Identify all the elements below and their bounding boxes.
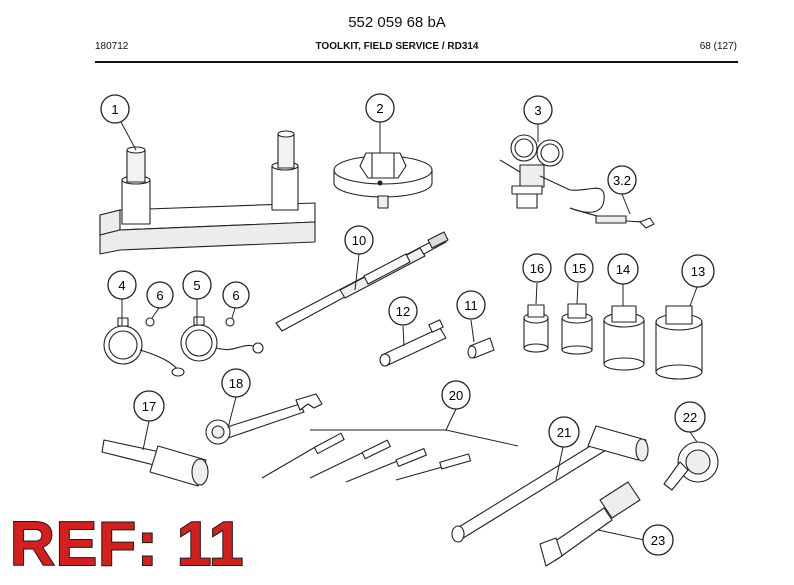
svg-text:1: 1 bbox=[111, 102, 118, 117]
svg-text:16: 16 bbox=[530, 261, 544, 276]
tool-5-dial-gauge bbox=[180, 316, 264, 362]
callout-12: 12 bbox=[388, 296, 418, 326]
svg-text:6: 6 bbox=[232, 288, 239, 303]
tool-16-socket bbox=[523, 304, 549, 353]
tool-20-pick-set bbox=[261, 429, 519, 483]
callout-14: 14 bbox=[607, 253, 639, 285]
reference-stamp: REF: 11 bbox=[9, 510, 245, 579]
callout-6b: 6 bbox=[222, 281, 250, 309]
callout-5: 5 bbox=[182, 270, 212, 300]
document-number: 552 059 68 bA bbox=[348, 14, 446, 31]
callout-13: 13 bbox=[681, 254, 715, 288]
callout-11: 11 bbox=[456, 290, 486, 320]
svg-text:5: 5 bbox=[193, 278, 200, 293]
callout-23: 23 bbox=[642, 524, 674, 556]
header-date: 180712 bbox=[95, 41, 129, 52]
svg-text:20: 20 bbox=[449, 388, 463, 403]
tool-6-o-rings bbox=[145, 317, 235, 327]
header-page-number: 68 (127) bbox=[699, 41, 737, 52]
tool-3-gauge-assembly bbox=[499, 134, 655, 229]
svg-text:15: 15 bbox=[572, 261, 586, 276]
svg-text:6: 6 bbox=[156, 288, 163, 303]
callout-leaders bbox=[120, 121, 698, 541]
callout-17: 17 bbox=[133, 390, 165, 422]
svg-text:18: 18 bbox=[229, 376, 243, 391]
svg-text:11: 11 bbox=[464, 298, 478, 313]
callout-2: 2 bbox=[365, 93, 395, 123]
svg-text:22: 22 bbox=[683, 410, 697, 425]
tool-17-extension bbox=[101, 439, 209, 487]
svg-text:13: 13 bbox=[691, 264, 705, 279]
callout-1: 1 bbox=[100, 94, 130, 124]
callout-22: 22 bbox=[674, 401, 706, 433]
svg-text:10: 10 bbox=[352, 233, 366, 248]
tool-13-socket bbox=[655, 305, 703, 380]
header-divider bbox=[95, 61, 738, 63]
tool-23-puller bbox=[539, 481, 641, 567]
tool-1-fixture bbox=[99, 130, 316, 255]
svg-text:17: 17 bbox=[142, 399, 156, 414]
svg-text:23: 23 bbox=[651, 533, 665, 548]
callout-4: 4 bbox=[107, 270, 137, 300]
tool-2-puller bbox=[333, 152, 433, 209]
tool-22-valve bbox=[663, 441, 719, 491]
header-title: TOOLKIT, FIELD SERVICE / RD314 bbox=[315, 41, 479, 52]
svg-text:3.2: 3.2 bbox=[613, 173, 631, 188]
tool-21-slide-hammer bbox=[451, 425, 649, 543]
svg-text:12: 12 bbox=[396, 304, 410, 319]
callout-18: 18 bbox=[221, 368, 251, 398]
tool-12-extension bbox=[379, 319, 447, 367]
tool-15-socket bbox=[561, 303, 593, 355]
callout-3-2: 3.2 bbox=[607, 165, 637, 195]
tool-4-dial-gauge bbox=[103, 317, 185, 377]
svg-text:21: 21 bbox=[557, 425, 571, 440]
svg-text:4: 4 bbox=[118, 278, 125, 293]
svg-text:2: 2 bbox=[376, 101, 383, 116]
callout-15: 15 bbox=[564, 253, 594, 283]
tool-18-spanner bbox=[205, 393, 323, 445]
callout-10: 10 bbox=[344, 225, 374, 255]
tool-14-socket bbox=[603, 305, 645, 371]
svg-text:14: 14 bbox=[616, 262, 630, 277]
tool-10-slide-bar bbox=[275, 231, 449, 332]
callout-16: 16 bbox=[522, 253, 552, 283]
svg-text:3: 3 bbox=[534, 103, 541, 118]
callout-3: 3 bbox=[523, 95, 553, 125]
callout-20: 20 bbox=[441, 380, 471, 410]
tool-11-socket bbox=[467, 337, 495, 359]
callout-6a: 6 bbox=[146, 281, 174, 309]
callout-21: 21 bbox=[548, 416, 580, 448]
